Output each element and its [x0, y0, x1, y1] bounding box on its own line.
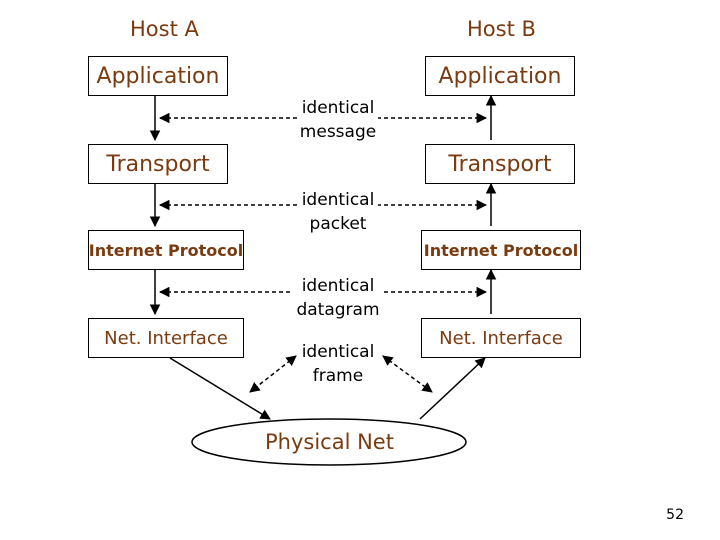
host-a-internet-box: Internet Protocol — [88, 230, 244, 270]
physical-to-host-b-arrow — [419, 357, 486, 420]
host-a-internet-label: Internet Protocol — [88, 240, 244, 260]
physical-net-label: Physical Net — [265, 430, 394, 454]
host-b-network-box: Net. Interface — [421, 318, 581, 358]
peer-arrow-frame-right — [382, 355, 433, 393]
host-b-transport-box: Transport — [425, 144, 575, 184]
host-a-network-box: Net. Interface — [88, 318, 244, 358]
host-a-network-label: Net. Interface — [104, 327, 228, 349]
page-number: 52 — [666, 507, 684, 523]
host-a-to-physical-arrow — [169, 357, 271, 420]
host-b-application-label: Application — [438, 63, 562, 89]
physical-net-ellipse — [191, 418, 467, 466]
host-a-title: Host A — [130, 17, 199, 41]
peer-label-packet: identical packet — [298, 188, 378, 236]
host-a-application-label: Application — [96, 63, 220, 89]
peer-label-message: identical message — [298, 96, 378, 144]
host-b-transport-label: Transport — [448, 151, 552, 177]
host-b-title: Host B — [467, 17, 536, 41]
host-a-application-box: Application — [88, 56, 228, 96]
peer-arrow-frame-left — [249, 355, 297, 393]
host-b-application-box: Application — [425, 56, 575, 96]
peer-label-datagram: identical datagram — [292, 274, 384, 322]
host-b-network-label: Net. Interface — [439, 327, 563, 349]
host-a-transport-box: Transport — [88, 144, 228, 184]
peer-label-frame: identical frame — [298, 340, 378, 388]
host-a-transport-label: Transport — [106, 151, 210, 177]
host-b-internet-box: Internet Protocol — [421, 230, 581, 270]
host-b-internet-label: Internet Protocol — [423, 240, 579, 260]
